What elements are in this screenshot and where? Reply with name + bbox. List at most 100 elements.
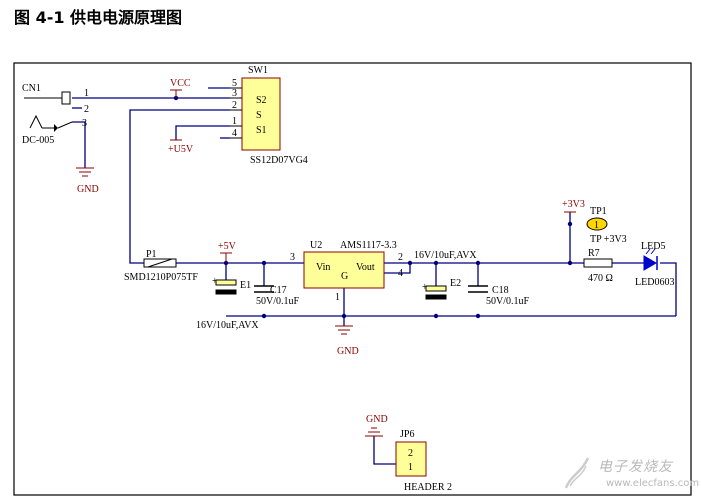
led5-ray2 — [650, 248, 656, 255]
wire-u2-pin4 — [384, 263, 411, 274]
page-title: 图 4-1 供电电源原理图 — [14, 8, 183, 27]
junction-c18-top — [475, 260, 481, 266]
cn1-pin2: 2 — [84, 104, 89, 115]
junction-u2-pin4 — [407, 260, 413, 266]
junction-p3v3 — [567, 260, 573, 266]
p1-slash — [147, 258, 173, 268]
watermark-url: www.elecfans.com — [606, 478, 700, 489]
sw1-pin5-num: 5 — [232, 78, 237, 89]
sw1-ref: SW1 — [248, 65, 268, 76]
c18-ref: C18 — [492, 285, 509, 296]
schematic-frame — [13, 62, 692, 496]
junction-e2-top — [433, 260, 439, 266]
u2-ref: U2 — [310, 240, 322, 251]
wire-led5-return — [660, 262, 677, 316]
e2-ref: E2 — [450, 278, 461, 289]
sw1-pin-s2: S2 — [256, 95, 267, 106]
capacitor-c17: C17 50V/0.1uF — [254, 285, 300, 307]
jp6-body — [395, 441, 427, 477]
e2-plus: + — [422, 282, 428, 293]
junction-e2-bottom — [433, 313, 439, 319]
junction-c18-bottom — [475, 313, 481, 319]
led5-ray1 — [645, 248, 651, 255]
p5v-port: +5V — [218, 241, 237, 263]
u5v-label: +U5V — [168, 144, 194, 155]
wire-u5v-to-sw1-pin1 — [175, 125, 230, 140]
connector-cn1: CN1 1 2 3 DC-005 — [22, 83, 89, 146]
u2-pin3-num: 3 — [290, 252, 295, 263]
sw1-pin-s1: S1 — [256, 125, 267, 136]
p3v3-label: +3V3 — [562, 199, 585, 210]
sw1-pin-s: S — [256, 110, 262, 121]
e2-value: 16V/10uF,AVX — [414, 250, 477, 261]
p1-part: SMD1210P075TF — [124, 272, 198, 283]
cn1-pin3: 3 — [82, 118, 87, 129]
r7-value: 470 Ω — [588, 273, 613, 284]
sw1-body — [241, 77, 281, 151]
gnd-label-cn1: GND — [77, 184, 99, 195]
gnd-symbol-u2 — [335, 325, 353, 335]
r7-body — [583, 258, 613, 268]
cn1-part: DC-005 — [22, 135, 54, 146]
switch-sw1: SW1 5 3 2 1 4 S2 S S1 SS12D07VG4 — [230, 65, 308, 166]
vcc-port: VCC — [170, 78, 191, 98]
wire-sw1-pin2-to-p1 — [129, 109, 230, 264]
e2-top-plate — [425, 285, 447, 292]
c17-value: 50V/0.1uF — [256, 296, 300, 307]
cn1-spring — [57, 121, 73, 129]
junction-u2-gnd — [341, 313, 347, 319]
u2-body — [303, 251, 385, 289]
capacitor-e2: 16V/10uF,AVX + E2 — [414, 250, 477, 300]
sw1-part: SS12D07VG4 — [250, 155, 308, 166]
gnd-symbol-cn1 — [76, 167, 94, 177]
p3v3-port: +3V3 — [562, 199, 585, 213]
e1-top-plate — [215, 279, 237, 286]
cn1-ref: CN1 — [22, 83, 41, 94]
header-jp6: JP6 2 1 HEADER 2 — [395, 429, 452, 493]
led5-part: LED0603 — [635, 277, 674, 288]
regulator-u2: U2 AMS1117-3.3 Vin Vout G 3 2 4 1 — [290, 240, 403, 303]
e1-plus: + — [212, 276, 218, 287]
wire-cn1-pin3-gnd — [72, 121, 86, 168]
tp1-value: TP +3V3 — [590, 234, 627, 245]
resistor-r7: R7 470 Ω — [583, 248, 613, 284]
testpoint-tp1: TP1 1 TP +3V3 — [586, 206, 627, 245]
jp6-ref: JP6 — [400, 429, 414, 440]
jp6-pin2: 2 — [408, 448, 413, 459]
wire-jp6 — [373, 436, 396, 465]
sw1-pin1-num: 1 — [232, 116, 237, 127]
p5v-label: +5V — [218, 241, 237, 252]
r7-ref: R7 — [588, 248, 600, 259]
c17-ref: C17 — [270, 285, 287, 296]
u2-part: AMS1117-3.3 — [340, 240, 397, 251]
sw1-pin2-num: 2 — [232, 100, 237, 111]
u2-pin-g: G — [341, 271, 348, 282]
cn1-body — [61, 91, 71, 105]
jp6-part: HEADER 2 — [404, 482, 452, 493]
fuse-p1: P1 SMD1210P075TF — [124, 249, 198, 283]
cn1-arrow — [54, 124, 58, 132]
u2-pin2-num: 2 — [398, 252, 403, 263]
tp1-pin: 1 — [594, 220, 599, 231]
cn1-pin1: 1 — [84, 88, 89, 99]
led-led5: LED5 LED0603 — [635, 241, 674, 288]
gnd-label-u2: GND — [337, 346, 359, 357]
watermark-logo — [564, 457, 590, 489]
junction-tp1 — [567, 221, 573, 227]
c18-value: 50V/0.1uF — [486, 296, 530, 307]
capacitor-c18: C18 50V/0.1uF — [468, 285, 530, 307]
e2-bottom-plate — [425, 294, 447, 300]
led5-ref: LED5 — [641, 241, 665, 252]
u2-pin-vin: Vin — [316, 262, 330, 273]
e1-bottom-plate — [215, 289, 237, 295]
e1-value: 16V/10uF,AVX — [196, 320, 259, 331]
jp6-pin1: 1 — [408, 462, 413, 473]
u2-pin1-num: 1 — [335, 292, 340, 303]
vcc-label: VCC — [170, 78, 191, 89]
junctions — [173, 95, 573, 319]
watermark-name: 电子发烧友 — [598, 459, 673, 475]
sw1-pin3-num: 3 — [232, 88, 237, 99]
u2-pin4-num: 4 — [398, 268, 403, 279]
led5-triangle — [643, 255, 657, 271]
